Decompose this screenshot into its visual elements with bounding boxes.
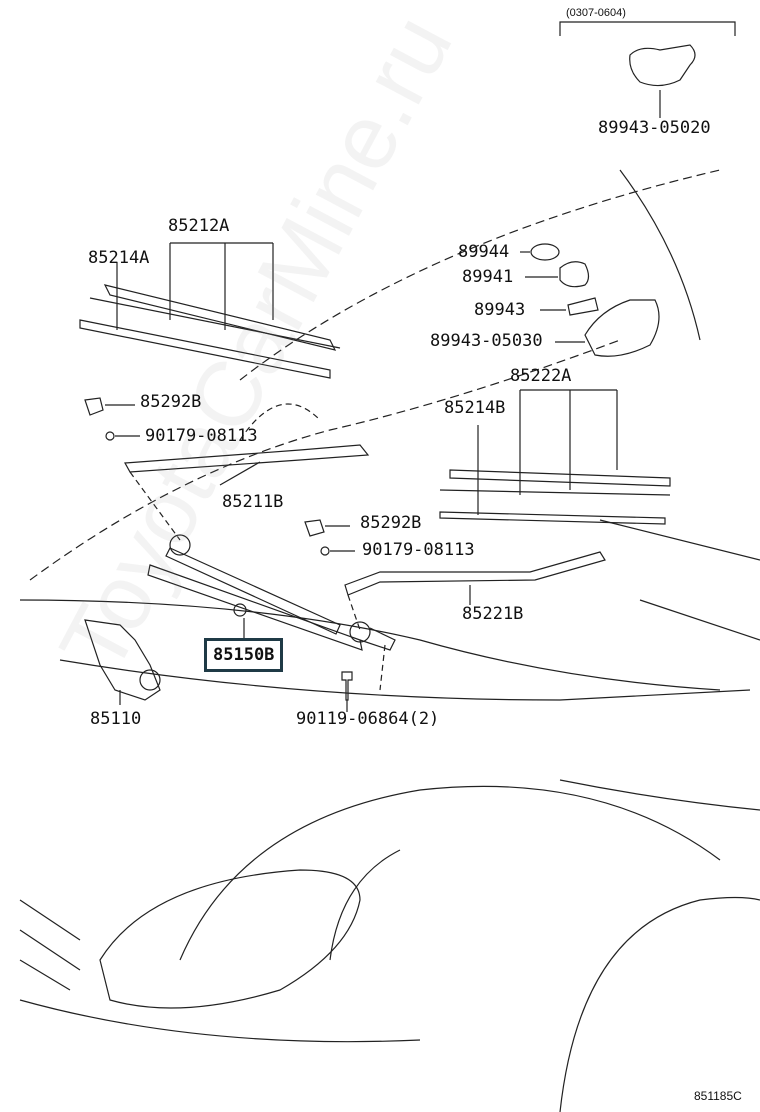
part-label-90179-right[interactable]: 90179-08113 <box>362 540 475 560</box>
wiper-link-rod-a <box>147 564 363 651</box>
nut-right <box>320 546 330 556</box>
wheel-arch <box>559 896 760 1112</box>
nozzle-05030 <box>584 299 660 357</box>
left-blade-rubber <box>79 319 331 379</box>
part-label-85211B[interactable]: 85211B <box>222 492 284 512</box>
part-label-89941[interactable]: 89941 <box>462 267 514 287</box>
nut-left <box>105 431 115 441</box>
windshield-outline <box>239 169 721 381</box>
variant-bracket <box>559 21 736 36</box>
part-label-89943[interactable]: 89943 <box>474 300 526 320</box>
arm-cap-right <box>304 519 325 537</box>
wiper-link-rod-b <box>165 547 341 635</box>
hood-line-top <box>19 599 721 691</box>
part-label-90179-left[interactable]: 90179-08113 <box>145 426 258 446</box>
right-blade-frame <box>449 469 671 487</box>
side-line <box>639 599 760 641</box>
part-label-89943-05020[interactable]: 89943-05020 <box>598 118 711 138</box>
part-label-85212A[interactable]: 85212A <box>168 216 230 236</box>
part-label-85150B-highlighted[interactable]: 85150B <box>204 638 284 672</box>
nozzle-05020-shape <box>629 44 696 87</box>
side-line3 <box>559 779 760 811</box>
right-blade-rubber <box>439 511 666 525</box>
right-blade-refill <box>439 489 671 496</box>
part-label-85292B-right[interactable]: 85292B <box>360 513 422 533</box>
catalog-code: 851185C <box>694 1089 742 1103</box>
hood-front <box>59 659 751 701</box>
right-arm <box>344 551 606 596</box>
left-blade-refill <box>89 297 341 349</box>
bumper-line <box>19 999 421 1043</box>
part-label-85222A[interactable]: 85222A <box>510 366 572 386</box>
bolt <box>341 671 353 701</box>
part-label-89943-05030[interactable]: 89943-05030 <box>430 331 543 351</box>
clip-89943 <box>567 297 599 316</box>
part-label-85110[interactable]: 85110 <box>90 709 142 729</box>
wiper-motor <box>84 619 161 701</box>
side-line2 <box>599 519 760 561</box>
nozzle-89941 <box>559 261 590 288</box>
pivot-right <box>349 621 371 643</box>
variant-note: (0307-0604) <box>566 7 626 19</box>
part-label-89944[interactable]: 89944 <box>458 242 510 262</box>
part-label-85221B[interactable]: 85221B <box>462 604 524 624</box>
circle-hint <box>239 403 321 441</box>
part-label-85292B-left[interactable]: 85292B <box>140 392 202 412</box>
cap-89944 <box>530 243 560 261</box>
part-label-85214A[interactable]: 85214A <box>88 248 150 268</box>
left-blade-frame <box>103 284 337 351</box>
a-pillar <box>619 169 701 341</box>
fender-line <box>329 849 401 961</box>
pivot-left <box>169 534 191 556</box>
part-label-85214B[interactable]: 85214B <box>444 398 506 418</box>
grille-left <box>19 899 81 991</box>
part-label-90119[interactable]: 90119-06864(2) <box>296 709 440 729</box>
arm-cap-left <box>84 397 104 416</box>
fender-arc <box>179 785 721 961</box>
windshield-lower <box>29 339 621 581</box>
headlight <box>99 869 361 1009</box>
